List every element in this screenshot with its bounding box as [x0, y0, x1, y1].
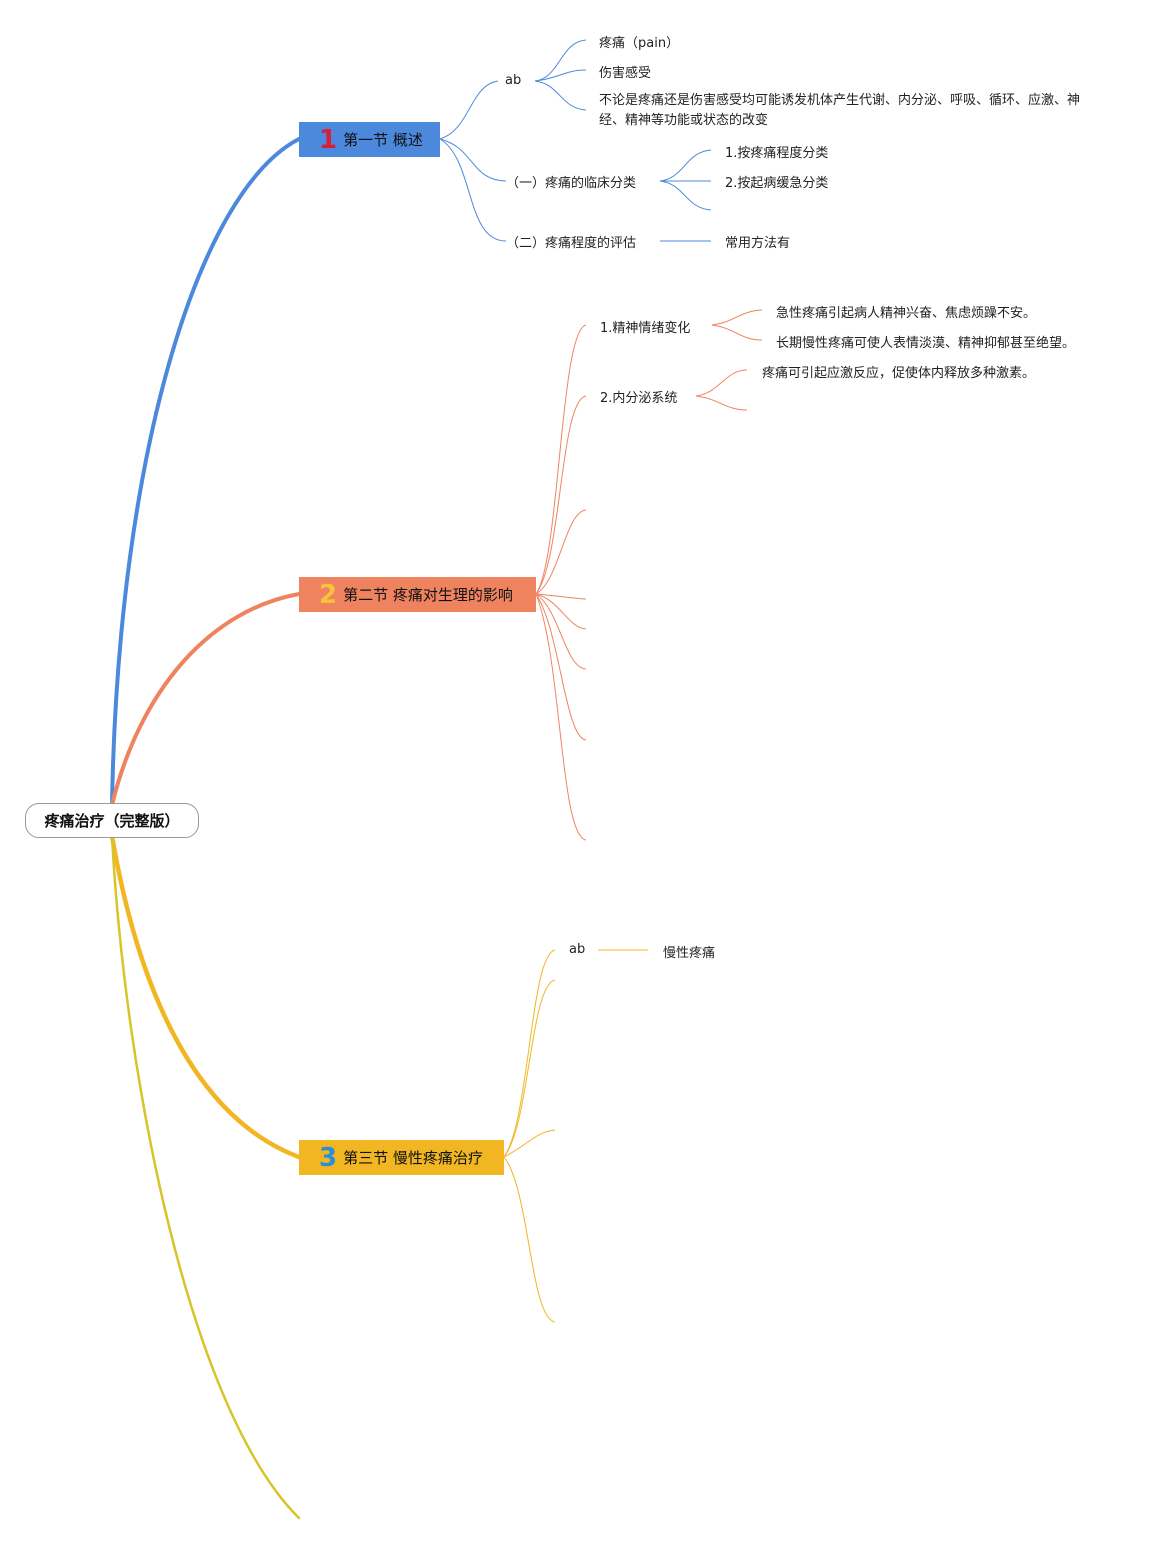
section-3-ab-topic[interactable]: ab — [569, 942, 586, 957]
section-1-ab-item-note[interactable]: 不论是疼痛还是伤害感受均可能诱发机体产生代谢、内分泌、呼吸、循环、应激、神经、精… — [599, 93, 1081, 128]
section-1-clinical-item-onset[interactable]: 2.按起病缓急分类 — [725, 176, 829, 191]
section-2-mental-item-acute[interactable]: 急性疼痛引起病人精神兴奋、焦虑烦躁不安。 — [776, 306, 1037, 321]
section-1-clinical-item-degree[interactable]: 1.按疼痛程度分类 — [725, 146, 829, 161]
section-2-title: 第二节 疼痛对生理的影响 — [343, 586, 513, 604]
section-1-assessment-topic[interactable]: （二）疼痛程度的评估 — [506, 236, 637, 251]
section-3-ab-item-chronic-pain[interactable]: 慢性疼痛 — [663, 946, 716, 961]
section-1-title: 第一节 概述 — [343, 131, 423, 149]
section-2-topic[interactable]: 2 第二节 疼痛对生理的影响 — [299, 577, 536, 612]
section-2-endocrine-topic[interactable]: 2.内分泌系统 — [600, 391, 678, 406]
section-1-ab-item-pain[interactable]: 疼痛（pain） — [599, 36, 680, 51]
root-topic[interactable]: 疼痛治疗（完整版） — [25, 803, 199, 838]
section-2-endocrine-item-stress[interactable]: 疼痛可引起应激反应，促使体内释放多种激素。 — [762, 366, 1036, 381]
section-2-mental-item-chronic[interactable]: 长期慢性疼痛可使人表情淡漠、精神抑郁甚至绝望。 — [776, 336, 1076, 351]
section-2-number-icon: 2 — [319, 579, 338, 610]
section-2-mental-topic[interactable]: 1.精神情绪变化 — [600, 321, 691, 336]
section-1-assessment-item-methods[interactable]: 常用方法有 — [725, 236, 791, 251]
section-1-topic[interactable]: 1 第一节 概述 — [299, 122, 440, 157]
section-3-number-icon: 3 — [319, 1142, 338, 1173]
section-1-clinical-topic[interactable]: （一）疼痛的临床分类 — [506, 176, 637, 191]
section-1-ab-topic[interactable]: ab — [505, 73, 522, 88]
root-topic-label: 疼痛治疗（完整版） — [44, 812, 180, 830]
section-3-topic[interactable]: 3 第三节 慢性疼痛治疗 — [299, 1140, 504, 1175]
section-1-number-icon: 1 — [319, 124, 338, 155]
section-3-title: 第三节 慢性疼痛治疗 — [343, 1149, 483, 1167]
section-1-ab-item-nociception[interactable]: 伤害感受 — [599, 66, 652, 81]
